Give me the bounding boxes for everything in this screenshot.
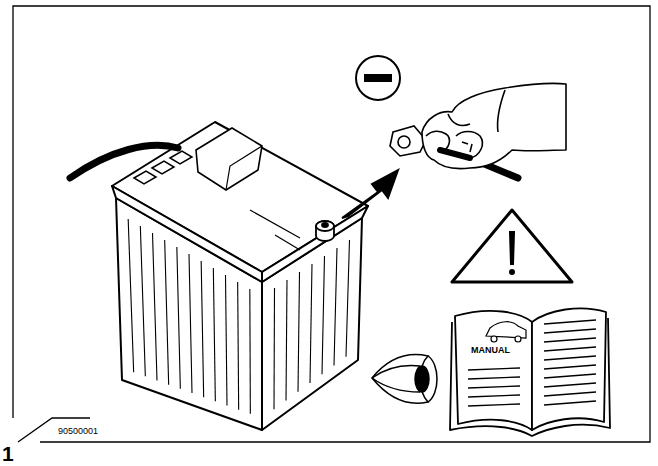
vent-caps: [134, 151, 192, 184]
page-lines: [468, 320, 596, 406]
stroke: [544, 365, 596, 369]
stroke: [544, 320, 596, 324]
stroke: [334, 248, 337, 366]
stroke: [322, 256, 325, 374]
stroke: [226, 275, 228, 406]
stroke: [468, 386, 520, 388]
stroke: [544, 338, 596, 342]
stroke: [249, 289, 251, 414]
stroke: [153, 233, 158, 381]
stroke: [165, 240, 169, 385]
frame: [13, 6, 650, 442]
stroke: [468, 377, 520, 379]
eye-symbol: [372, 355, 437, 404]
stroke: [544, 392, 596, 396]
stroke: [140, 226, 145, 376]
manual-title: MANUAL: [471, 346, 510, 355]
stroke: [544, 401, 596, 405]
stroke: [346, 240, 350, 357]
battery-ribs: [128, 219, 349, 414]
terminal-clamp: [390, 126, 426, 156]
battery: [112, 122, 368, 430]
battery-label: [196, 128, 262, 190]
stroke: [177, 247, 181, 389]
warning-symbol: [452, 210, 572, 282]
stroke: [544, 329, 596, 333]
stroke: [189, 254, 192, 393]
stroke: [468, 368, 520, 370]
drawing-code: 90500001: [58, 427, 98, 436]
negative-terminal: [316, 221, 334, 241]
stroke: [544, 374, 596, 378]
positive-cable: [70, 145, 178, 178]
stroke: [468, 404, 520, 406]
stroke: [128, 219, 134, 372]
stroke: [286, 280, 287, 401]
stroke: [468, 395, 520, 397]
car-picture: [486, 322, 526, 342]
stroke: [544, 356, 596, 360]
figure-number: 1: [2, 443, 14, 464]
stroke: [544, 383, 596, 387]
stroke: [310, 264, 312, 383]
stroke: [213, 268, 215, 401]
stroke: [201, 261, 204, 397]
stroke: [298, 272, 300, 392]
stroke: [238, 282, 239, 410]
removal-arrow: [342, 170, 398, 218]
stroke: [273, 288, 275, 409]
hand: [422, 83, 566, 168]
manual-book: [450, 308, 610, 436]
negative-symbol: [356, 56, 400, 100]
stroke: [544, 347, 596, 351]
